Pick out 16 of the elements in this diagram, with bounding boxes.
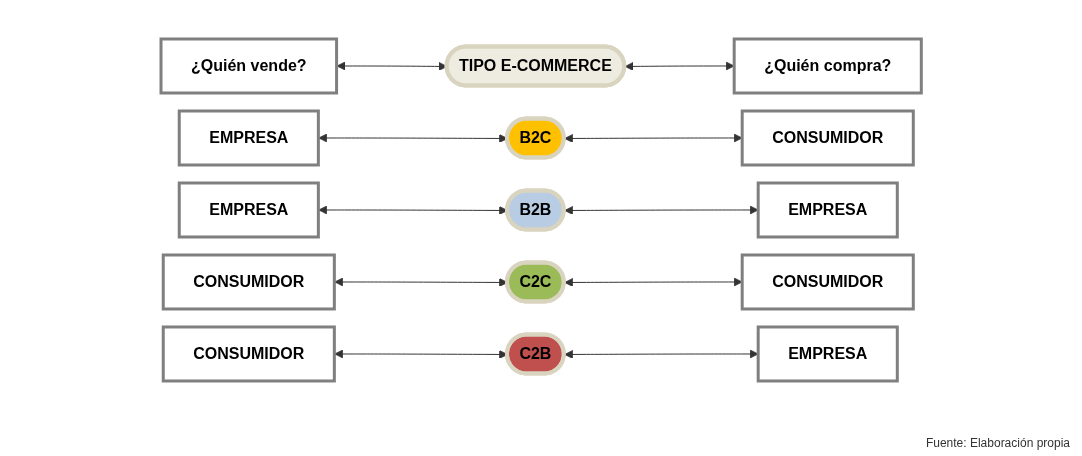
node-box: CONSUMIDOR — [161, 253, 336, 311]
node-box: CONSUMIDOR — [161, 325, 336, 383]
arrow — [564, 277, 743, 287]
arrow — [624, 61, 735, 71]
node-box: ¿Quién vende? — [159, 37, 338, 95]
node-box: EMPRESA — [177, 109, 320, 167]
node-box: EMPRESA — [177, 181, 320, 239]
node-box: CONSUMIDOR — [740, 109, 915, 167]
arrow — [564, 133, 743, 143]
arrow — [564, 205, 759, 215]
node-box: CONSUMIDOR — [740, 253, 915, 311]
node-box: EMPRESA — [756, 181, 899, 239]
arrow — [564, 349, 759, 359]
node-box: ¿Quién compra? — [732, 37, 923, 95]
node-box: EMPRESA — [756, 325, 899, 383]
caption: Fuente: Elaboración propia — [925, 436, 1070, 450]
